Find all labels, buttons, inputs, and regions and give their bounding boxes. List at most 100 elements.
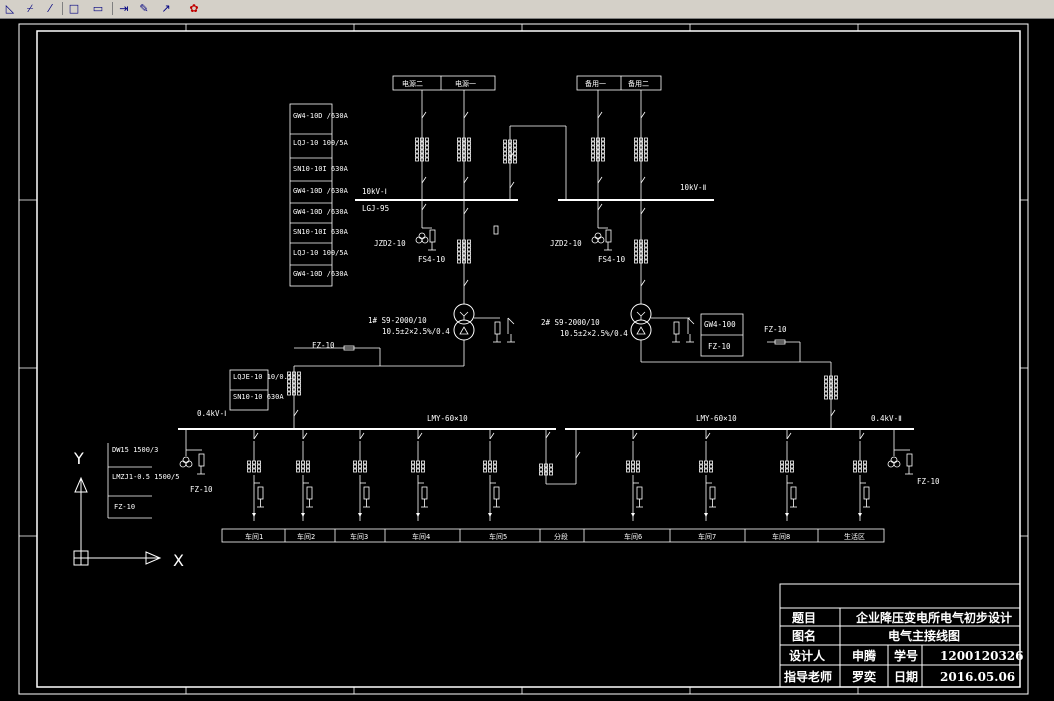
hv-incoming-lines bbox=[421, 90, 646, 200]
bus-label: 0.4kV-Ⅱ bbox=[871, 414, 902, 423]
feeder-label: 车间7 bbox=[698, 532, 716, 541]
lv-arrester-left bbox=[185, 429, 205, 475]
legend-box: DW15 1500/3 LMZJ1-0.5 1500/5 FZ-10 bbox=[107, 443, 179, 519]
transformer-2-icon bbox=[630, 303, 652, 341]
legend-item: DW15 1500/3 bbox=[112, 446, 158, 454]
line-icon[interactable]: ⁄ bbox=[49, 2, 51, 15]
designer-value: 申腾 bbox=[852, 648, 877, 663]
transformer-feeders bbox=[463, 200, 646, 304]
toolbar-separator bbox=[62, 2, 63, 15]
incoming-label: 备用一 bbox=[585, 79, 606, 88]
pt-label: JZD2-10 bbox=[550, 239, 582, 248]
align-left-icon[interactable]: ◺ bbox=[5, 2, 15, 15]
pt-label: JZD2-10 bbox=[374, 239, 406, 248]
feeder-label: 车间1 bbox=[245, 532, 263, 541]
lv-equipment-box: LQJE-10 10/0.1 SN10-10 630A bbox=[229, 369, 292, 411]
transformer-1-icon bbox=[453, 303, 475, 341]
feeder-circuit bbox=[297, 429, 314, 521]
title-value: 企业降压变电所电气初步设计 bbox=[855, 610, 1012, 625]
square-icon[interactable]: ▭ bbox=[92, 2, 104, 15]
legend-item: LMZJ1-0.5 1500/5 bbox=[112, 473, 179, 481]
transformer-label: 1# S9-2000/10 bbox=[368, 316, 427, 325]
equipment-item: GW4-10D /630A bbox=[293, 270, 349, 278]
toolbar-separator bbox=[112, 2, 113, 15]
drawing-name-value: 电气主接线图 bbox=[888, 628, 960, 643]
drawing-canvas[interactable]: 电源二 电源一 备用一 备用二 10kV-Ⅰ LGJ-95 10kV-Ⅱ bbox=[0, 18, 1054, 701]
neutral-grounding bbox=[474, 317, 695, 343]
border-ticks bbox=[19, 24, 1028, 694]
feeder-label-row: 车间1 车间2 车间3 车间4 车间5 分段 车间6 车间7 车间8 生活区 bbox=[221, 528, 885, 543]
pt-label: FS4-10 bbox=[418, 255, 446, 264]
advisor-label: 指导老师 bbox=[784, 669, 832, 684]
student-id-label: 学号 bbox=[894, 648, 918, 663]
box-label: GW4-100 bbox=[704, 320, 736, 329]
equipment-item: LQJ-10 100/5A bbox=[293, 139, 349, 147]
arrester-label: FZ-10 bbox=[764, 325, 787, 334]
outer-border bbox=[18, 23, 1029, 695]
box-label: LQJE-10 10/0.1 bbox=[233, 373, 292, 381]
pointer-icon[interactable]: ↗ bbox=[161, 2, 171, 15]
bus-label: 0.4kV-Ⅰ bbox=[197, 409, 226, 418]
transformer-ratio: 10.5±2×2.5%/0.4 bbox=[560, 329, 628, 338]
pt-left bbox=[421, 200, 436, 251]
student-id-value: 1200120326 bbox=[940, 649, 1024, 663]
rectangle-icon[interactable]: □ bbox=[68, 2, 80, 15]
equipment-item: LQJ-10 100/5A bbox=[293, 249, 349, 257]
box-label: FZ-10 bbox=[708, 342, 731, 351]
equipment-item: SN10-10I 630A bbox=[293, 228, 349, 236]
feeder-label: 分段 bbox=[554, 532, 568, 541]
pt-label: FS4-10 bbox=[598, 255, 626, 264]
ucs-icon bbox=[73, 476, 162, 566]
paint-icon[interactable]: ✿ bbox=[189, 2, 199, 15]
title-block: 题目 企业降压变电所电气初步设计 图名 电气主接线图 设计人 申腾 学号 120… bbox=[779, 583, 1024, 688]
arrow-icon[interactable]: ⇥ bbox=[119, 2, 129, 15]
box-label: SN10-10 630A bbox=[233, 393, 284, 401]
lv-arrester-right bbox=[893, 429, 913, 475]
feeder-circuit bbox=[354, 429, 371, 521]
incoming-left-box: 电源二 电源一 bbox=[392, 75, 496, 91]
ucs-y-label: Y bbox=[73, 449, 84, 468]
incoming-label: 电源二 bbox=[402, 79, 423, 88]
arrester-label: FZ-10 bbox=[312, 341, 335, 350]
feeder-circuit bbox=[248, 429, 265, 521]
cable-label: LMY-60×10 bbox=[696, 414, 737, 423]
polyline-icon[interactable]: ⌿ bbox=[26, 1, 34, 15]
ucs-x-label: X bbox=[173, 551, 184, 570]
feeder-circuit bbox=[627, 429, 644, 521]
title-label: 题目 bbox=[792, 611, 816, 625]
feeder-label: 车间2 bbox=[297, 532, 315, 541]
potential-transformer-icon bbox=[887, 456, 901, 468]
bus-tie bbox=[545, 429, 581, 485]
feeder-label: 车间3 bbox=[350, 532, 368, 541]
cable-label: LGJ-95 bbox=[362, 204, 389, 213]
feeder-label: 生活区 bbox=[844, 532, 865, 541]
legend-item: FZ-10 bbox=[114, 503, 135, 511]
drawing-toolbar: ◺ ⌿ ⁄ □ ▭ ⇥ ✎ ↗ ✿ bbox=[0, 0, 1054, 19]
feeder-label: 车间6 bbox=[624, 532, 642, 541]
lv-incomers bbox=[293, 339, 836, 428]
equipment-item: SN10-10I 630A bbox=[293, 165, 349, 173]
equipment-item: GW4-10D /630A bbox=[293, 112, 349, 120]
advisor-value: 罗奕 bbox=[852, 669, 876, 684]
incoming-label: 备用二 bbox=[628, 79, 649, 88]
equipment-item: GW4-10D /630A bbox=[293, 187, 349, 195]
feeder-label: 车间8 bbox=[772, 532, 790, 541]
pen-icon[interactable]: ✎ bbox=[139, 2, 149, 15]
equipment-item: GW4-10D /630A bbox=[293, 208, 349, 216]
feeder-circuit bbox=[700, 429, 717, 521]
feeder-circuit bbox=[484, 429, 501, 521]
feeder-label: 车间5 bbox=[489, 532, 507, 541]
feeder-circuit bbox=[781, 429, 798, 521]
equipment-list: GW4-10D /630A LQJ-10 100/5A SN10-10I 630… bbox=[289, 103, 349, 287]
designer-label: 设计人 bbox=[789, 648, 826, 663]
date-label: 日期 bbox=[894, 669, 918, 684]
transformer-2-box: GW4-100 FZ-10 bbox=[700, 313, 744, 357]
current-transformer-icon bbox=[549, 463, 553, 476]
incoming-right-box: 备用一 备用二 bbox=[576, 75, 662, 91]
inner-border bbox=[36, 30, 1021, 688]
feeder-circuit bbox=[412, 429, 429, 521]
incoming-label: 电源一 bbox=[455, 79, 476, 88]
current-transformer-icon bbox=[539, 463, 543, 476]
arrester-label: FZ-10 bbox=[917, 477, 940, 486]
potential-transformer-icon bbox=[591, 232, 605, 244]
